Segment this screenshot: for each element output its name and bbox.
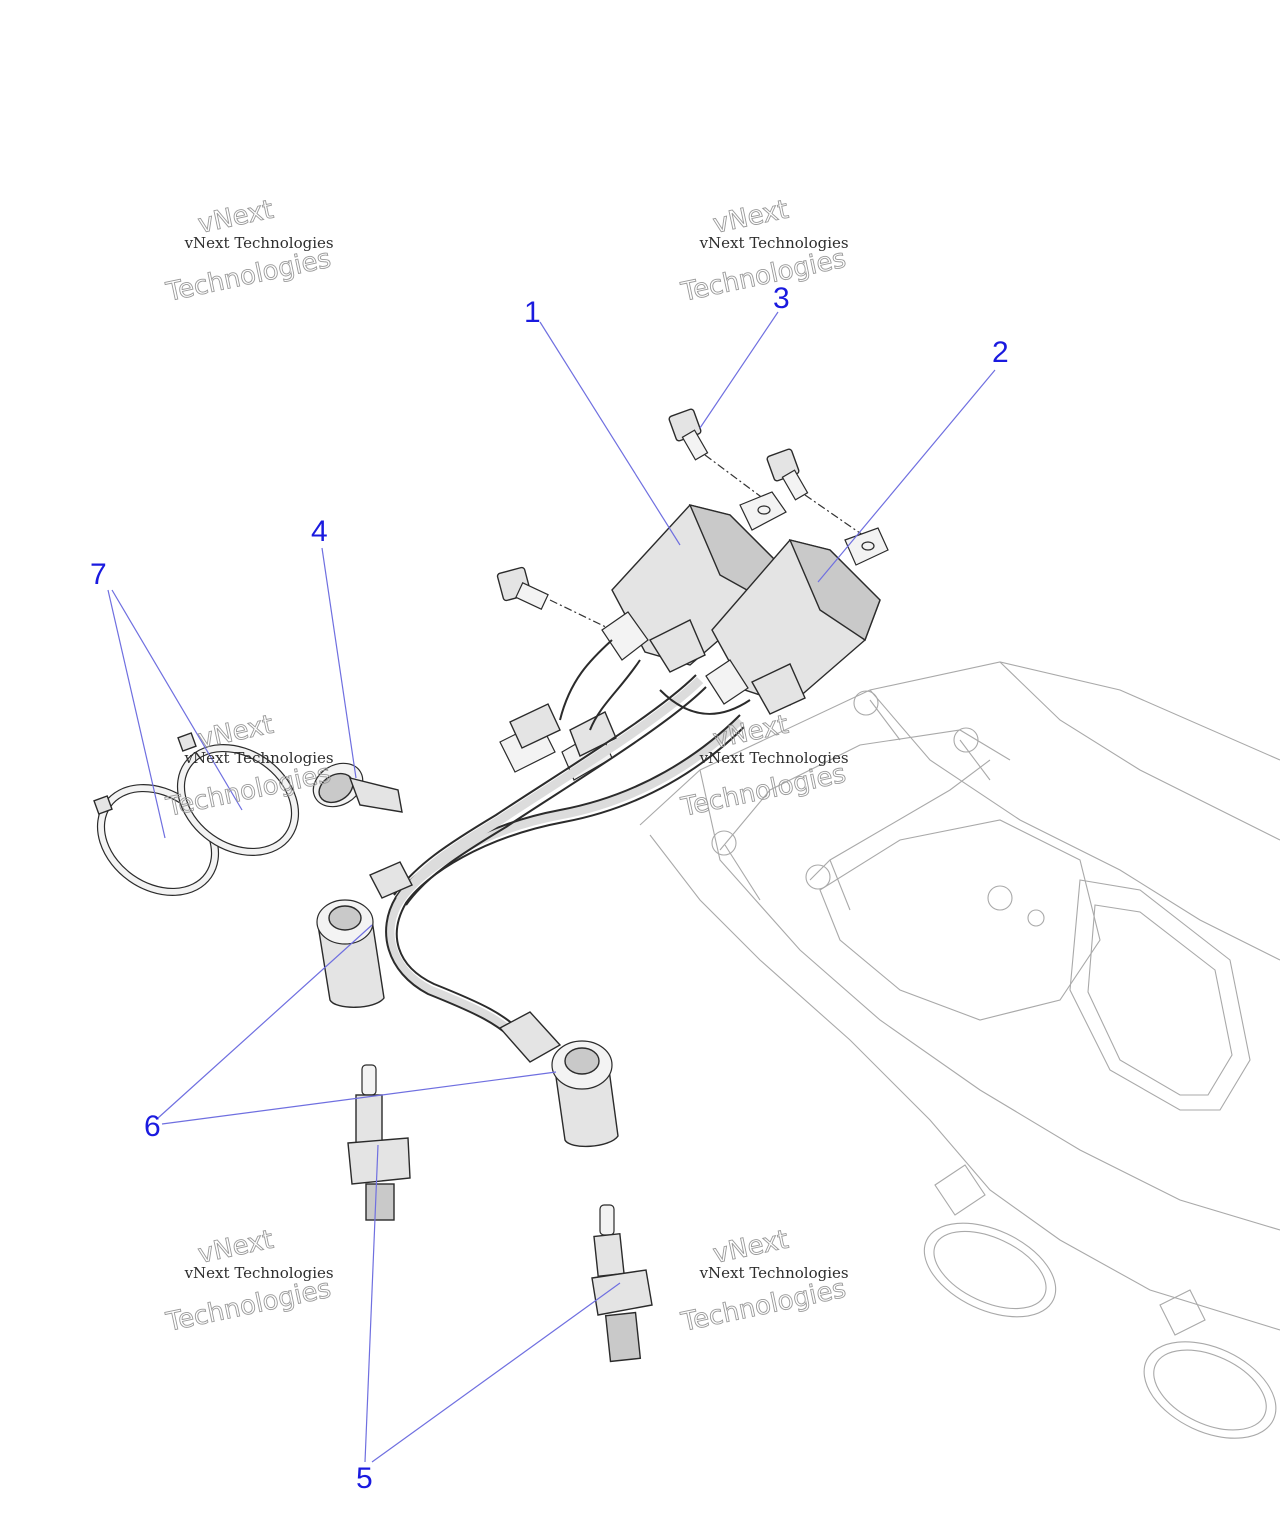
callout-6: 6: [144, 1110, 161, 1143]
ignition-coil-1: [601, 491, 787, 673]
leader-6b: [161, 1071, 557, 1125]
svg-text:vNext Technologies: vNext Technologies: [699, 1264, 849, 1282]
leader-4: [321, 547, 357, 779]
cable-tie-pair: [93, 732, 300, 896]
leader-lines: [107, 311, 996, 1463]
watermark-6: vNext Technologies vNext Technologies: [678, 1224, 849, 1338]
airbox-housing-outline: [639, 661, 1280, 1439]
leader-5a: [364, 1144, 379, 1463]
ignition-coil-2: [705, 527, 889, 715]
watermark-1: vNext Technologies vNext Technologies: [163, 194, 334, 308]
bolt-alignment-line-2: [804, 494, 871, 541]
callout-5: 5: [356, 1462, 373, 1495]
callout-4: 4: [311, 515, 328, 548]
hose-clamp: [312, 762, 403, 813]
leader-3: [699, 311, 779, 429]
watermark-2: vNext Technologies vNext Technologies: [678, 194, 849, 308]
svg-text:vNext Technologies: vNext Technologies: [184, 234, 334, 252]
watermark-5: vNext Technologies vNext Technologies: [163, 1224, 334, 1338]
callout-2: 2: [992, 336, 1009, 369]
leader-6a: [157, 924, 373, 1119]
svg-text:vNext Technologies: vNext Technologies: [184, 1264, 334, 1282]
callout-3: 3: [773, 282, 790, 315]
svg-text:vNext Technologies: vNext Technologies: [699, 749, 849, 767]
svg-text:Technologies: Technologies: [163, 244, 334, 308]
spark-plug-boot-right: [551, 1040, 619, 1148]
leader-5b: [371, 1282, 621, 1463]
leader-7b: [111, 589, 243, 811]
watermark-3: vNext Technologies vNext Technologies: [163, 709, 334, 823]
bolt-alignment-line-3: [549, 599, 613, 631]
svg-text:Technologies: Technologies: [678, 244, 849, 308]
spark-plug-right: [591, 1204, 653, 1363]
callout-1: 1: [524, 296, 541, 329]
bolt-upper-left: [668, 408, 709, 461]
bolt-left: [496, 566, 549, 610]
spark-plug-left: [347, 1064, 411, 1221]
leader-1: [539, 321, 681, 546]
svg-text:Technologies: Technologies: [678, 1274, 849, 1338]
bolt-upper-right: [766, 448, 809, 501]
leader-2: [817, 369, 996, 583]
svg-text:Technologies: Technologies: [163, 1274, 334, 1338]
svg-text:vNext Technologies: vNext Technologies: [699, 234, 849, 252]
leader-7a: [107, 589, 166, 839]
connector-left: [499, 703, 561, 773]
spark-plug-wire-harness: [369, 639, 751, 1063]
callout-7: 7: [90, 558, 107, 591]
svg-text:vNext Technologies: vNext Technologies: [184, 749, 334, 767]
spark-plug-boot-left: [316, 899, 385, 1008]
